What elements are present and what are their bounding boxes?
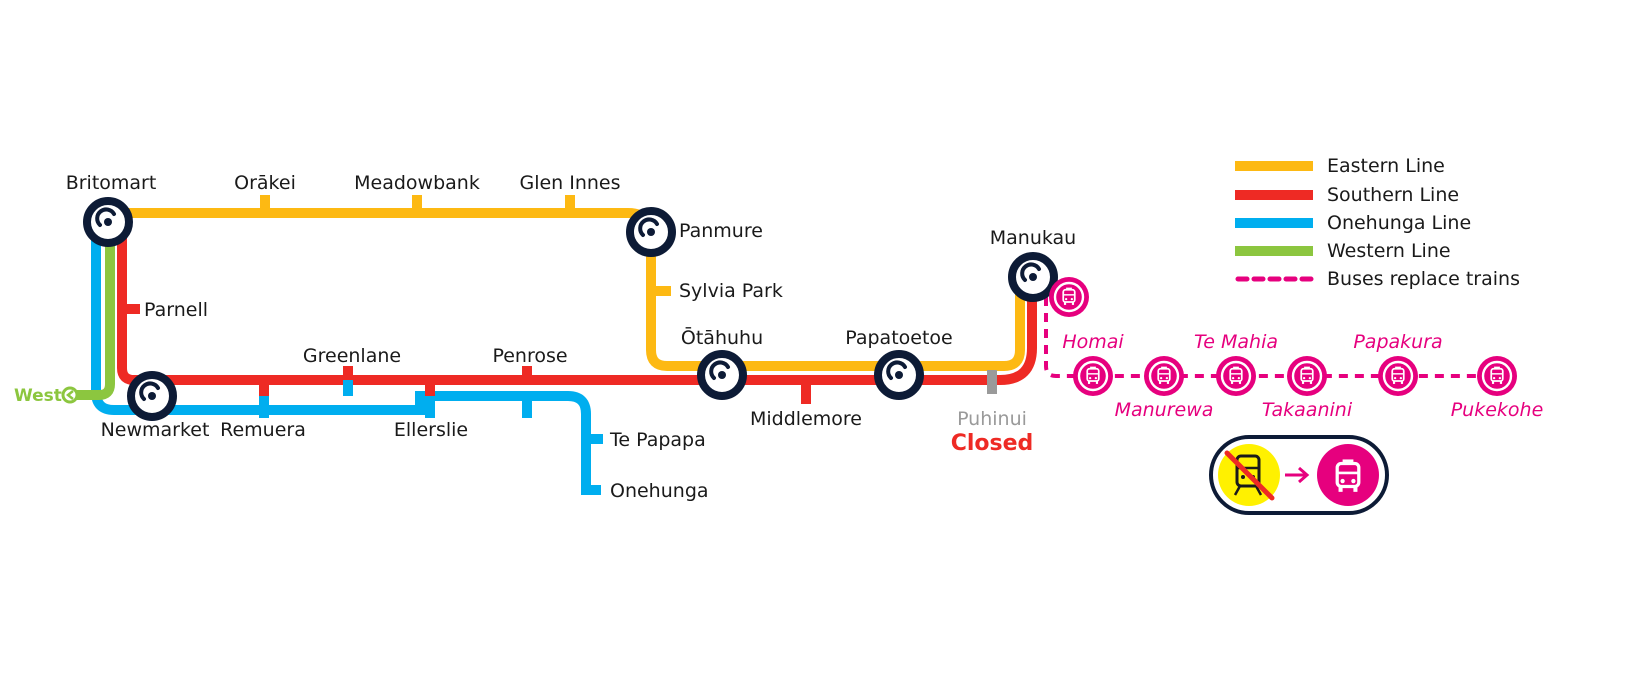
bus-stop-label-pukekohe: Pukekohe	[1451, 399, 1544, 421]
pukekohe-bus-icon	[1477, 356, 1517, 396]
station-label-sylvia-park: Sylvia Park	[679, 280, 783, 302]
bus-stop-label-te-mahia: Te Mahia	[1194, 331, 1278, 353]
no-train-icon	[1218, 444, 1280, 506]
manukau-hub-icon	[1012, 256, 1054, 298]
penrose-tick-blue	[522, 400, 532, 418]
panmure-hub-icon	[630, 211, 672, 253]
bus-stop-label-homai: Homai	[1062, 331, 1124, 353]
bus-stop-label-manurewa: Manurewa	[1115, 399, 1214, 421]
remuera-tick-blue	[259, 396, 269, 418]
station-label-orakei: Orākei	[234, 172, 296, 194]
legend-label-eastern: Eastern Line	[1327, 155, 1445, 177]
arrow-right-icon	[1285, 466, 1310, 484]
te-mahia-bus-icon	[1216, 356, 1256, 396]
station-label-te-papapa: Te Papapa	[609, 429, 706, 451]
station-label-glen-innes: Glen Innes	[519, 172, 620, 194]
station-label-middlemore: Middlemore	[750, 408, 862, 430]
puhinui-tick	[987, 370, 997, 394]
legend-label-onehunga: Onehunga Line	[1327, 212, 1471, 234]
newmarket-hub-icon	[131, 375, 173, 417]
homai-bus-icon	[1073, 356, 1113, 396]
bus-replacement-badge	[1209, 435, 1389, 515]
ellerslie-tick-blue	[425, 396, 435, 418]
greenlane-tick-blue	[343, 380, 353, 396]
station-label-otahuhu: Ōtāhuhu	[681, 325, 763, 349]
greenlane-tick-red	[343, 366, 353, 378]
onehunga-line	[91, 222, 601, 495]
britomart-hub-icon	[87, 201, 129, 243]
remuera-tick-red	[259, 381, 269, 397]
station-label-penrose: Penrose	[492, 345, 567, 367]
bus-stop-label-takaanini: Takaanini	[1262, 399, 1353, 421]
bus-replacement-line	[1044, 297, 1498, 378]
station-label-panmure: Panmure	[679, 220, 763, 242]
station-label-meadowbank: Meadowbank	[354, 172, 480, 194]
station-label-puhinui: Puhinui	[957, 408, 1027, 430]
papatoetoe-hub-icon	[878, 354, 920, 396]
station-label-newmarket: Newmarket	[101, 419, 210, 441]
west-label: West	[14, 386, 62, 406]
legend-label-southern: Southern Line	[1327, 184, 1459, 206]
western-line	[68, 222, 115, 400]
station-label-onehunga: Onehunga	[610, 480, 709, 502]
glen-innes-tick	[565, 195, 575, 211]
station-label-ellerslie: Ellerslie	[394, 419, 468, 441]
penrose-tick-red	[522, 366, 532, 378]
parnell-tick	[124, 304, 140, 314]
takaanini-bus-icon	[1287, 356, 1327, 396]
station-label-manukau: Manukau	[990, 227, 1076, 249]
puhinui-closed-status: Closed	[951, 431, 1034, 456]
ellerslie-tick-red	[425, 382, 435, 396]
middlemore-tick	[801, 384, 811, 404]
southern-line	[117, 222, 1037, 385]
bus-icon	[1049, 277, 1089, 317]
sylvia-park-tick	[654, 286, 671, 296]
otahuhu-hub-icon	[701, 354, 743, 396]
station-label-britomart: Britomart	[66, 172, 157, 194]
legend: Eastern Line Southern Line Onehunga Line…	[1235, 155, 1520, 290]
station-label-parnell: Parnell	[144, 299, 208, 321]
bus-stop-label-papakura: Papakura	[1353, 331, 1442, 353]
meadowbank-tick	[412, 195, 422, 211]
manurewa-bus-icon	[1144, 356, 1184, 396]
orakei-tick	[260, 195, 270, 211]
bus-icon	[1317, 444, 1379, 506]
station-label-greenlane: Greenlane	[303, 345, 401, 367]
station-label-remuera: Remuera	[220, 419, 306, 441]
west-arrow-icon	[61, 386, 79, 404]
legend-label-western: Western Line	[1327, 240, 1451, 262]
te-papapa-tick	[589, 434, 603, 444]
station-label-papatoetoe: Papatoetoe	[845, 327, 952, 349]
papakura-bus-icon	[1378, 356, 1418, 396]
legend-label-bus: Buses replace trains	[1327, 268, 1520, 290]
